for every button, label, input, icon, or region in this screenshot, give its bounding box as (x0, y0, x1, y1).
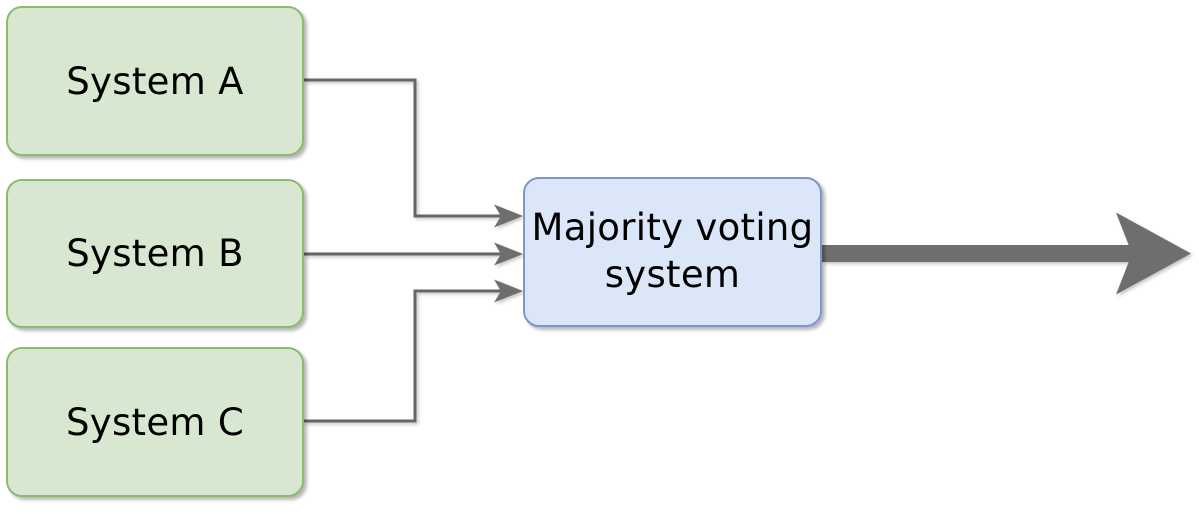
node-system-c-label: System C (66, 400, 244, 444)
label-line-2: system (604, 253, 741, 296)
node-system-b: System B (6, 179, 304, 328)
thick-output-arrow-head-icon (1116, 212, 1191, 295)
node-system-b-label: System B (66, 232, 244, 275)
edge-system-c-to-voting (304, 289, 503, 423)
node-system-a-label: System A (66, 59, 244, 103)
arrowhead-system-c-icon (494, 279, 523, 303)
node-majority-voting-system-label: Majority voting system (532, 205, 814, 298)
arrowhead-system-b-icon (494, 242, 523, 266)
thick-output-arrow-shaft (822, 245, 1134, 262)
node-majority-voting-system: Majority voting system (523, 177, 822, 327)
label-line-1: Majority voting (531, 206, 814, 250)
arrowhead-system-a-icon (494, 204, 523, 228)
node-system-a: System A (6, 6, 304, 156)
edge-system-a-to-voting (304, 78, 503, 218)
thick-output-arrow (822, 212, 1191, 295)
node-system-c: System C (6, 347, 304, 497)
